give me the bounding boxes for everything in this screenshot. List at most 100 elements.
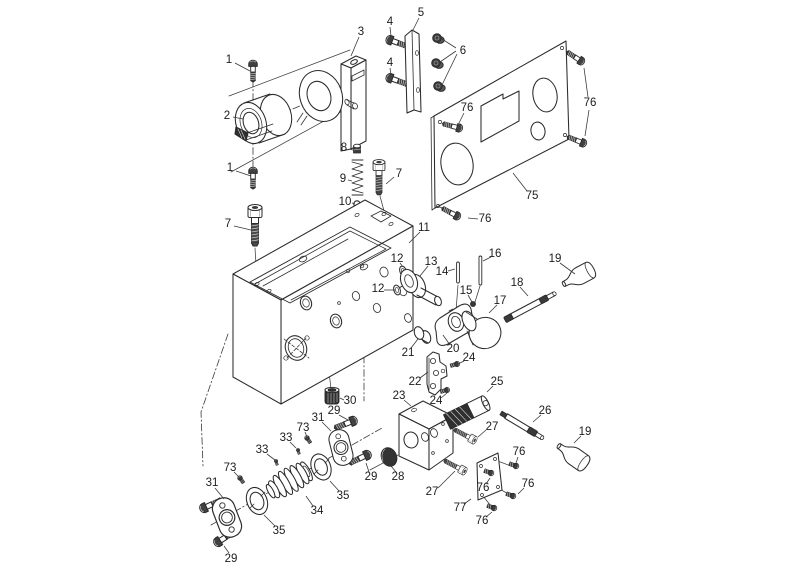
part-number-31-46: 31 xyxy=(206,477,219,489)
callout-leader-28 xyxy=(390,465,397,473)
callout-leader-1 xyxy=(235,170,252,177)
part-number-27-36: 27 xyxy=(486,421,499,433)
callout-leader-29 xyxy=(223,545,230,554)
part-number-20-28: 20 xyxy=(447,343,460,355)
callout-leader-14 xyxy=(447,268,456,272)
part-number-14-21: 14 xyxy=(436,266,449,278)
part-number-10-15: 10 xyxy=(339,196,352,208)
part-number-7-3: 7 xyxy=(225,218,231,230)
part-number-12-18: 12 xyxy=(391,253,404,265)
part-number-76-12: 76 xyxy=(479,213,492,225)
part-26-rod xyxy=(499,410,545,441)
part-number-31-41: 31 xyxy=(312,412,325,424)
part-1-screw-top xyxy=(248,59,258,83)
part-number-4-7: 4 xyxy=(387,57,394,69)
part-number-76-53: 76 xyxy=(477,482,490,494)
callout-leader-4 xyxy=(389,26,392,37)
callout-leader-33 xyxy=(289,441,297,449)
part-9-spring xyxy=(351,159,364,196)
part-1-screw-bottom xyxy=(248,166,258,190)
part-16-pin xyxy=(478,255,483,286)
part-19-grip-bottom xyxy=(552,437,593,474)
callout-leader-76 xyxy=(467,217,479,220)
part-number-22-29: 22 xyxy=(409,376,422,388)
part-number-77-56: 77 xyxy=(454,502,467,514)
callout-leader-33 xyxy=(266,453,276,461)
callout-leader-76 xyxy=(517,487,525,495)
part-number-13-19: 13 xyxy=(425,256,438,268)
callout-leader-17 xyxy=(488,304,498,314)
part-28-disc xyxy=(380,447,398,467)
callout-leader-35 xyxy=(263,514,276,527)
part-number-33-43: 33 xyxy=(280,432,293,444)
callout-leader-76 xyxy=(583,67,589,98)
part-number-25-33: 25 xyxy=(491,376,504,388)
callout-leader-19 xyxy=(559,262,576,275)
part-18-rod xyxy=(503,291,557,323)
callout-leader-18 xyxy=(519,286,529,297)
part-number-73-42: 73 xyxy=(297,422,310,434)
callout-leader-24 xyxy=(457,360,465,365)
callout-leader-11 xyxy=(408,231,421,244)
part-2-split-collar xyxy=(234,93,293,145)
callout-leader-76 xyxy=(515,456,519,464)
part-number-19-35: 19 xyxy=(579,426,592,438)
part-number-33-44: 33 xyxy=(256,444,269,456)
part-number-4-5: 4 xyxy=(387,16,394,28)
callout-leader-22 xyxy=(419,371,429,379)
callout-leader-8 xyxy=(348,148,354,151)
callout-leader-10 xyxy=(351,202,356,205)
callout-leader-77 xyxy=(463,498,472,505)
part-number-29-40: 29 xyxy=(328,405,341,417)
callout-leader-2 xyxy=(232,116,244,120)
part-number-76-52: 76 xyxy=(513,446,526,458)
callout-leader-5 xyxy=(412,17,420,31)
part-number-18-25: 18 xyxy=(511,277,524,289)
part-number-16-22: 16 xyxy=(489,248,502,260)
part-34-worm xyxy=(265,461,313,499)
part-15-ball xyxy=(470,301,476,307)
part-number-76-54: 76 xyxy=(522,478,535,490)
part-5-bar xyxy=(404,29,422,114)
part-number-15-23: 15 xyxy=(460,285,473,297)
part-21-cap xyxy=(413,326,432,344)
part-number-8-13: 8 xyxy=(341,142,347,154)
part-number-30-39: 30 xyxy=(344,395,357,407)
part-31-flange-right xyxy=(328,429,354,466)
part-25-cylinder xyxy=(443,395,491,430)
part-number-26-34: 26 xyxy=(539,405,552,417)
part-number-35-48: 35 xyxy=(337,490,350,502)
callout-leader-7 xyxy=(233,225,252,231)
part-23-block xyxy=(398,400,454,471)
part-19-grip-top xyxy=(558,259,599,293)
callout-leader-31 xyxy=(321,421,332,432)
part-number-23-30: 23 xyxy=(393,390,406,402)
callout-leader-20 xyxy=(442,334,451,346)
callout-leader-27 xyxy=(477,429,487,438)
part-number-76-55: 76 xyxy=(476,515,489,527)
callout-leader-1 xyxy=(234,62,251,72)
part-7-screw-right xyxy=(372,159,386,196)
callout-leader-76 xyxy=(485,477,491,485)
part-number-6-8: 6 xyxy=(460,45,466,57)
callout-leader-76 xyxy=(584,109,590,137)
part-number-28-38: 28 xyxy=(392,471,405,483)
callout-leader-13 xyxy=(419,265,429,277)
callout-leader-29 xyxy=(365,462,370,473)
part-number-1-0: 1 xyxy=(226,54,232,66)
callout-leader-24 xyxy=(440,392,448,399)
part-number-35-50: 35 xyxy=(273,525,286,537)
part-30-plug xyxy=(324,386,340,405)
part-3-bracket xyxy=(296,55,367,152)
part-number-5-6: 5 xyxy=(418,7,424,19)
part-22-bracket xyxy=(426,351,448,396)
part-number-9-14: 9 xyxy=(340,173,346,185)
callout-leader-35 xyxy=(329,480,340,492)
part-11-block xyxy=(232,199,414,405)
part-17-knob xyxy=(461,310,502,350)
part-number-76-9: 76 xyxy=(461,102,474,114)
part-number-3-4: 3 xyxy=(358,26,364,38)
part-13-shaft xyxy=(399,268,442,307)
